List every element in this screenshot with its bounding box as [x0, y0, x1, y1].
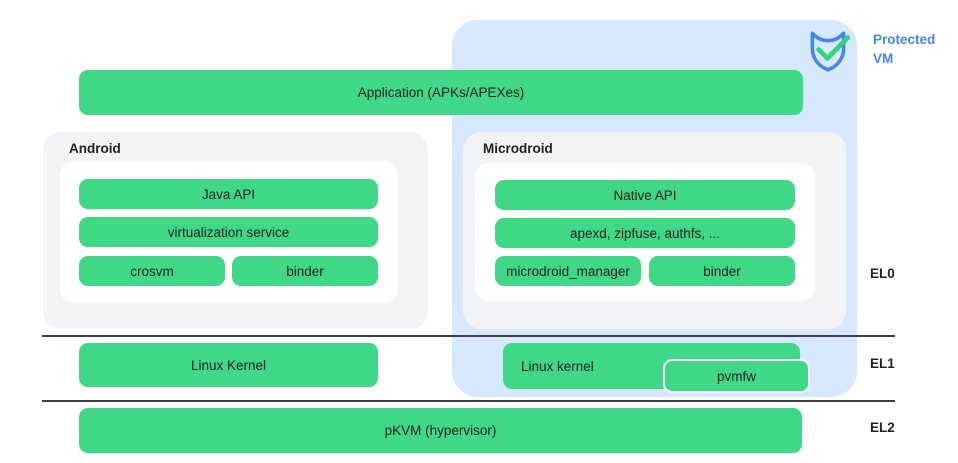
- android-binder-bar: binder: [232, 256, 378, 286]
- shield-outline: [810, 31, 846, 72]
- check-mark: [816, 35, 851, 61]
- virtualization-service-bar: virtualization service: [79, 217, 378, 247]
- protected-vm-label: Protected VM: [873, 32, 936, 66]
- el0-label: EL0: [870, 266, 895, 281]
- pvmfw-bar: pvmfw: [663, 359, 810, 393]
- application-bar: Application (APKs/APEXes): [79, 70, 803, 115]
- el0-el1-divider: [42, 335, 895, 337]
- el2-label: EL2: [870, 420, 895, 435]
- el1-el2-divider: [42, 400, 895, 402]
- shield-check-icon: [805, 26, 851, 74]
- native-api-bar: Native API: [495, 180, 795, 210]
- linux-kernel-host-bar: Linux Kernel: [79, 343, 378, 387]
- microdroid-manager-bar: microdroid_manager: [495, 256, 641, 286]
- pkvm-hypervisor-bar: pKVM (hypervisor): [79, 408, 802, 453]
- crosvm-bar: crosvm: [79, 256, 225, 286]
- android-title: Android: [69, 141, 121, 156]
- microdroid-binder-bar: binder: [649, 256, 795, 286]
- java-api-bar: Java API: [79, 179, 378, 209]
- microdroid-title: Microdroid: [483, 141, 553, 156]
- apexd-zipfuse-authfs-bar: apexd, zipfuse, authfs, ...: [495, 218, 795, 248]
- el1-label: EL1: [870, 356, 895, 371]
